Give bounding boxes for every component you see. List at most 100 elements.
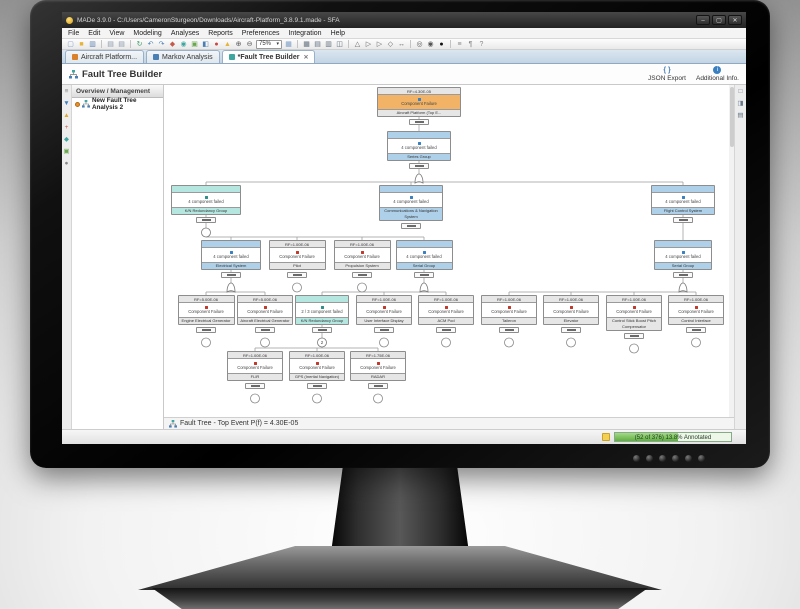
probability-chip[interactable] xyxy=(196,217,216,223)
toolbar-icon-record[interactable]: ● xyxy=(439,40,444,48)
toolbar-icon-model-teal[interactable]: ◉ xyxy=(180,40,187,48)
rail-icon-warnings[interactable]: ▲ xyxy=(63,112,70,119)
toolbar-icon-copy-page[interactable]: ▤ xyxy=(107,40,114,48)
menu-item-help[interactable]: Help xyxy=(330,29,345,37)
probability-chip[interactable] xyxy=(686,327,706,333)
tab--fault-tree-builder[interactable]: *Fault Tree Builder✕ xyxy=(221,50,316,63)
gate-or-icon[interactable] xyxy=(225,280,237,293)
toolbar-icon-node-shape[interactable]: ◇ xyxy=(387,40,394,48)
gate-basic-event-icon[interactable] xyxy=(249,391,261,404)
probability-chip[interactable] xyxy=(287,272,307,278)
minimize-button[interactable]: – xyxy=(696,15,710,25)
toolbar-icon-model-green[interactable]: ▣ xyxy=(191,40,198,48)
sidebar-item-fault-tree-analysis[interactable]: New Fault Tree Analysis 2 xyxy=(72,97,163,111)
gate-basic-event-icon[interactable] xyxy=(690,335,702,348)
toolbar-icon-paste-page[interactable]: ▤ xyxy=(118,40,125,48)
toolbar-icon-split-view[interactable]: ◫ xyxy=(336,40,343,48)
probability-chip[interactable] xyxy=(561,327,581,333)
menu-item-analyses[interactable]: Analyses xyxy=(170,29,200,37)
probability-chip[interactable] xyxy=(401,223,421,229)
toolbar-icon-step-next[interactable]: ▷ xyxy=(376,40,383,48)
gate-basic-event-icon[interactable] xyxy=(378,335,390,348)
tab-markov-analysis[interactable]: Markov Analysis xyxy=(146,50,220,63)
toolbar-icon-snapshot[interactable]: ▦ xyxy=(285,40,292,48)
gate-or-icon[interactable] xyxy=(413,171,425,184)
probability-chip[interactable] xyxy=(436,327,456,333)
gate-or-icon[interactable] xyxy=(418,280,430,293)
toolbar-icon-undo[interactable]: ↶ xyxy=(147,40,154,48)
toolbar-icon-table-view[interactable]: ▦ xyxy=(303,40,310,48)
close-button[interactable]: ✕ xyxy=(728,15,742,25)
gate-vote-icon[interactable]: 2 xyxy=(316,335,328,348)
gate-basic-event-icon[interactable] xyxy=(440,335,452,348)
tab-aircraft-platform-[interactable]: Aircraft Platform... xyxy=(65,50,145,63)
rail-icon-panel-list[interactable]: ▤ xyxy=(737,112,744,119)
toolbar-icon-refresh[interactable]: ↻ xyxy=(136,40,143,48)
toolbar-icon-new-file[interactable]: ▢ xyxy=(67,40,74,48)
toolbar-icon-target[interactable]: ◉ xyxy=(427,40,434,48)
gate-basic-event-icon[interactable] xyxy=(200,335,212,348)
gate-basic-event-icon[interactable] xyxy=(565,335,577,348)
toolbar-icon-favorite[interactable]: ● xyxy=(214,40,219,48)
toolbar-icon-save[interactable]: ▥ xyxy=(89,40,96,48)
rail-icon-outline[interactable]: ≡ xyxy=(64,88,69,95)
maximize-button[interactable]: ▢ xyxy=(712,15,726,25)
probability-chip[interactable] xyxy=(352,272,372,278)
rail-icon-palette[interactable]: ▣ xyxy=(63,148,70,155)
probability-chip[interactable] xyxy=(312,327,332,333)
toolbar-icon-matrix-view[interactable]: ▥ xyxy=(325,40,332,48)
gate-vote-icon[interactable] xyxy=(200,225,212,238)
gate-basic-event-icon[interactable] xyxy=(291,280,303,293)
rail-icon-panel-restore[interactable]: □ xyxy=(738,88,743,95)
probability-chip[interactable] xyxy=(221,272,241,278)
canvas-scrollbar[interactable] xyxy=(729,85,734,417)
toolbar-icon-layers[interactable]: ≡ xyxy=(457,40,462,48)
probability-chip[interactable] xyxy=(255,327,275,333)
probability-chip[interactable] xyxy=(368,383,388,389)
toolbar-icon-ring[interactable]: ◎ xyxy=(416,40,423,48)
menu-item-reports[interactable]: Reports xyxy=(208,29,233,37)
toolbar-icon-report-doc[interactable]: ◧ xyxy=(202,40,209,48)
menu-item-integration[interactable]: Integration xyxy=(288,29,322,37)
rail-icon-panel-split[interactable]: ◨ xyxy=(737,100,744,107)
toolbar-icon-model-red[interactable]: ◆ xyxy=(169,40,176,48)
menu-item-file[interactable]: File xyxy=(68,29,80,37)
gate-or-icon[interactable] xyxy=(677,280,689,293)
probability-chip[interactable] xyxy=(409,119,429,125)
toolbar-icon-fit-width[interactable]: ↔ xyxy=(398,40,405,48)
probability-chip[interactable] xyxy=(499,327,519,333)
toolbar-icon-align-top[interactable]: △ xyxy=(354,40,361,48)
probability-chip[interactable] xyxy=(414,272,434,278)
rail-icon-notes[interactable]: ● xyxy=(64,160,69,167)
probability-chip[interactable] xyxy=(673,272,693,278)
toolbar-icon-pilcrow[interactable]: ¶ xyxy=(468,40,473,48)
menu-item-modeling[interactable]: Modeling xyxy=(133,29,162,37)
toolbar-icon-redo[interactable]: ↷ xyxy=(158,40,165,48)
zoom-level-combo[interactable]: 75%▾ xyxy=(256,39,282,49)
probability-chip[interactable] xyxy=(624,333,644,339)
menu-item-preferences[interactable]: Preferences xyxy=(241,29,280,37)
menu-item-view[interactable]: View xyxy=(109,29,125,37)
